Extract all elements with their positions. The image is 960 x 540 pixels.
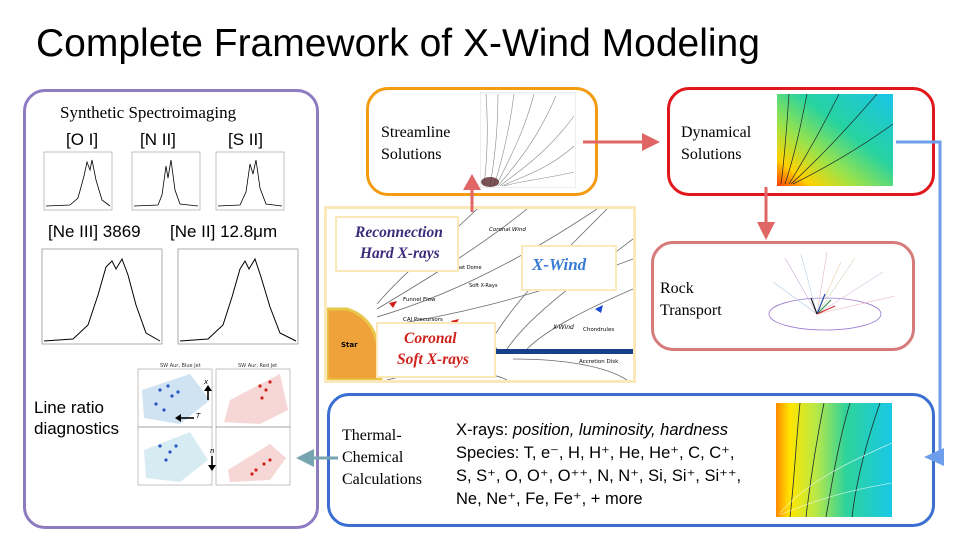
- thermal-label-2: Chemical: [342, 449, 404, 466]
- star-shape: [327, 307, 383, 380]
- line-ratio-label-1: Line ratio: [34, 398, 104, 417]
- line-oi-label: [O I]: [66, 130, 99, 149]
- helmet-dome-label: Helmet Dome: [447, 265, 482, 271]
- thermal-label-3: Calculations: [342, 471, 422, 488]
- line-ratio-label-2: diagnostics: [34, 419, 120, 438]
- coronal-wind-label: Coronal Wind: [489, 227, 526, 233]
- soft-xrays-small-label: Soft X-Rays: [469, 283, 498, 289]
- line-nii-label: [N II]: [140, 130, 176, 149]
- rock-label-2: Transport: [660, 302, 722, 319]
- xrays-line: X-rays: position, luminosity, hardness: [456, 421, 728, 440]
- streamline-plot: [480, 92, 576, 188]
- thermal-label-1: Thermal-: [342, 427, 402, 444]
- xwind-small-label: X-Wind: [552, 324, 574, 331]
- dynamical-label-1: Dynamical: [681, 124, 752, 141]
- arrow-thermal-to-left: [296, 449, 338, 467]
- accretion-disk-label: Accretion Disk: [579, 359, 619, 365]
- spectrum-neii: [177, 248, 299, 345]
- rock-transport-box: [651, 241, 915, 351]
- species-line-2: S, S⁺, O, O⁺, O⁺⁺, N, N⁺, Si, Si⁺, Si⁺⁺,: [456, 467, 742, 485]
- dynamical-plot: [777, 94, 893, 186]
- rock-transport-plot: [768, 251, 896, 331]
- coronal-label-1: Coronal: [404, 330, 457, 347]
- xwind-label: X-Wind: [532, 255, 587, 274]
- small-spectra: [43, 151, 285, 211]
- spectrum-sii: [215, 151, 285, 211]
- coronal-box: [376, 322, 496, 378]
- line-neii-label: [Ne II] 12.8μm: [170, 222, 278, 241]
- reconnection-label-1: Reconnection: [355, 224, 443, 241]
- coronal-label-2: Soft X-rays: [397, 351, 469, 368]
- funnel-flow-label: Funnel Flow: [403, 297, 436, 303]
- xrays-items: position, luminosity, hardness: [512, 421, 729, 439]
- line-sii-label: [S II]: [228, 130, 263, 149]
- dynamical-label-2: Solutions: [681, 146, 742, 163]
- species-line-1: Species: T, e⁻, H, H⁺, He, He⁺, C, C⁺,: [456, 444, 735, 462]
- arrow-diagram-to-streamline: [463, 174, 481, 212]
- ratio-title-red: SW Aur, Red Jet: [238, 363, 277, 369]
- line-neiii-label: [Ne III] 3869: [48, 222, 141, 241]
- page-title: Complete Framework of X-Wind Modeling: [36, 22, 760, 65]
- ratio-title-blue: SW Aur, Blue Jet: [160, 363, 201, 369]
- spectrum-neiii: [41, 248, 163, 345]
- spectroimaging-heading: Synthetic Spectroimaging: [60, 103, 237, 122]
- reconnection-box: [335, 216, 459, 272]
- star-label: Star: [341, 341, 358, 349]
- streamline-label-1: Streamline: [381, 124, 451, 141]
- xwind-box: [521, 245, 617, 291]
- spectrum-nii: [131, 151, 201, 211]
- spectrum-oi: [43, 151, 113, 211]
- arrow-streamline-to-dynamical: [583, 133, 660, 151]
- ratio-diagnostic-plots: SW Aur, Blue Jet SW Aur, Red Jet x T n: [137, 363, 291, 486]
- svg-text:x: x: [203, 378, 209, 386]
- cai-precursors-label: CAI Precursors: [403, 317, 443, 323]
- svg-text:T: T: [196, 412, 201, 420]
- reconnection-label-2: Hard X-rays: [360, 245, 440, 262]
- streamline-label-2: Solutions: [381, 146, 442, 163]
- accretion-disk-bar: [477, 349, 633, 354]
- rock-label-1: Rock: [660, 280, 694, 297]
- large-spectra: [41, 248, 299, 345]
- thermal-plot: [776, 403, 892, 517]
- chondrules-label: Chondrules: [583, 327, 614, 333]
- svg-text:n: n: [210, 447, 214, 455]
- xrays-prefix: X-rays:: [456, 421, 513, 439]
- arrow-dynamical-to-thermal: [896, 140, 944, 466]
- arrow-dynamical-to-rock: [757, 187, 775, 240]
- species-line-3: Ne, Ne⁺, Fe, Fe⁺, + more: [456, 490, 643, 508]
